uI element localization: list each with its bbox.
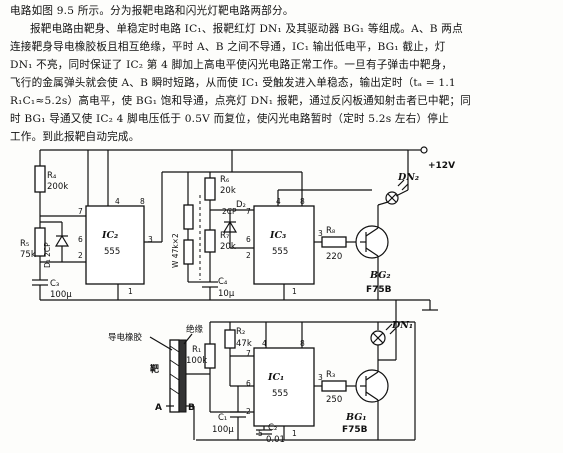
ic2-pin4: 4: [115, 197, 120, 206]
resistor-r7: R₇ 20k: [204, 224, 236, 268]
r6-name: R₆: [220, 175, 230, 185]
ic3-name: IC₃: [269, 230, 286, 241]
ic3-pin1: 1: [292, 287, 297, 296]
target-body: 导电橡胶 绝缘 靶 A B: [108, 324, 204, 440]
c3-value: 100μ: [50, 290, 72, 300]
ground-rail: [40, 299, 438, 311]
resistor-r5: R₅ 75k: [20, 216, 46, 262]
insulation-label: 绝缘: [186, 324, 204, 335]
r4-name: R₄: [47, 171, 57, 181]
ic1-pin4: 4: [262, 339, 267, 348]
ic2-pin7: 7: [78, 207, 83, 216]
r3-value: 250: [326, 395, 342, 405]
transistor-bg2: BG₂ F75B: [355, 205, 392, 300]
transistor-bg1: BG₁ F75B: [342, 360, 389, 440]
ic1-pin1: 1: [292, 429, 297, 438]
ic2-pin8: 8: [140, 197, 145, 206]
ic3-part: 555: [272, 247, 288, 257]
text-line-6: R₁C₁≈5.2s）高电平，使 BG₁ 饱和导通，点亮灯 DN₁ 报靶，通过反闪…: [10, 95, 472, 107]
ic1-name: IC₁: [267, 372, 284, 383]
text-line-3: 连接靶身导电橡胶板且相互绝缘，平时 A、B 之间不导通，IC₁ 输出低电平，BG…: [10, 41, 446, 53]
bg2-part: F75B: [366, 285, 392, 295]
text-line-4: DN₁ 不亮，同时保证了 IC₂ 第 4 脚加上高电平使闪光电路正常工作。一旦有…: [10, 59, 453, 71]
resistor-r1: R₁ 100k: [186, 322, 254, 413]
ic3-pin6: 6: [246, 235, 251, 244]
text-line-7: 时 BG₁ 导通又使 IC₂ 4 脚电压低于 0.5V 而复位，使闪光电路暂时（…: [10, 113, 449, 125]
bg2-name: BG₂: [369, 270, 390, 281]
supply-terminal-icon: [420, 146, 428, 154]
target-label: 靶: [150, 363, 159, 375]
point-b-label: B: [188, 403, 195, 413]
ic2-block: IC₂ 555 4 8 7 6 2 3 1: [78, 197, 153, 300]
text-line-2: 报靶电路由靶身、单稳定时电路 IC₁、报靶红灯 DN₁ 及其驱动器 BG₁ 等组…: [30, 23, 463, 35]
c1-value: 100μ: [212, 425, 234, 435]
capacitor-c4: C₄ 10μ: [188, 268, 235, 300]
bg1-name: BG₁: [345, 412, 366, 423]
w-label: W 47k×2: [171, 233, 180, 268]
ic1-part: 555: [272, 389, 288, 399]
d2-name: D₂: [236, 200, 246, 210]
r7-name: R₇: [220, 231, 230, 241]
ic2-part: 555: [104, 247, 120, 257]
resistor-r4: R₄ 200k: [34, 150, 86, 217]
r8-name: R₈: [326, 226, 336, 236]
ic1-block: IC₁ 555 4 8 7 6 2 3 5 1: [246, 322, 323, 440]
lamp-dn2: DN₂: [377, 172, 419, 206]
capacitor-c3: C₃ 100μ: [32, 262, 72, 300]
resistor-r2: R₂ 47k: [224, 322, 254, 387]
r3-name: R₃: [326, 370, 335, 380]
resistor-r6: R₆ 20k: [204, 172, 236, 224]
r1-value: 100k: [186, 356, 207, 366]
text-line-1: 电路如图 9.5 所示。分为报靶电路和闪光灯靶电路两部分。: [10, 5, 294, 17]
ic3-pin7: 7: [246, 207, 251, 216]
diode-d2: D₂ 2CP: [210, 200, 254, 249]
r2-value: 47k: [236, 339, 252, 349]
c4-name: C₄: [218, 277, 228, 287]
ic2-pin2: 2: [78, 251, 83, 260]
r8-value: 220: [326, 252, 342, 262]
supply-label: +12V: [428, 161, 455, 171]
rubber-label: 导电橡胶: [108, 332, 143, 343]
ic1-pin7: 7: [246, 349, 251, 358]
diode-d1: D₁ 2CP: [40, 221, 86, 268]
lamp-dn1: DN₁: [370, 320, 416, 360]
capacitor-c1: C₁ 100μ: [212, 386, 246, 440]
ic3-pin3: 3: [318, 229, 323, 238]
ic3-pin2: 2: [246, 251, 251, 260]
c3-name: C₃: [50, 279, 59, 289]
ic1-pin3: 3: [318, 373, 323, 382]
r1-name: R₁: [192, 345, 201, 355]
d2-part: 2CP: [222, 207, 237, 216]
d1-label: D₁ 2CP: [43, 242, 52, 268]
r6-value: 20k: [220, 186, 236, 196]
potentiometer-w: W 47k×2: [171, 172, 201, 282]
c4-value: 10μ: [218, 289, 235, 299]
r2-name: R₂: [236, 327, 245, 337]
c2-value: 0.01: [266, 435, 285, 445]
ic2-pin6: 6: [78, 235, 83, 244]
ic1-pin6: 6: [246, 379, 251, 388]
r4-value: 200k: [47, 182, 68, 192]
bg1-part: F75B: [342, 425, 368, 435]
r5-name: R₅: [20, 239, 29, 249]
capacitor-c2: C₂ 0.01: [256, 423, 285, 445]
ic3-block: IC₃ 555 4 8 7 6 2 3 1: [232, 171, 372, 300]
dn1-label: DN₁: [391, 320, 413, 331]
c1-name: C₁: [218, 413, 227, 423]
r5-value: 75k: [20, 250, 36, 260]
c2-name: C₂: [268, 423, 277, 433]
r7-value: 20k: [220, 242, 236, 252]
ic2-pin1: 1: [128, 287, 133, 296]
dn2-label: DN₂: [397, 172, 419, 183]
text-line-5: 飞行的金属弹头就会使 A、B 瞬时短路，从而使 IC₁ 受触发进入单稳态，输出定…: [10, 77, 456, 89]
point-a-label: A: [155, 403, 162, 413]
ic2-name: IC₂: [101, 230, 118, 241]
text-line-8: 工作。到此报靶自动完成。: [10, 131, 140, 143]
supply-rail: +12V: [40, 146, 455, 206]
ic2-pin3: 3: [148, 235, 153, 244]
